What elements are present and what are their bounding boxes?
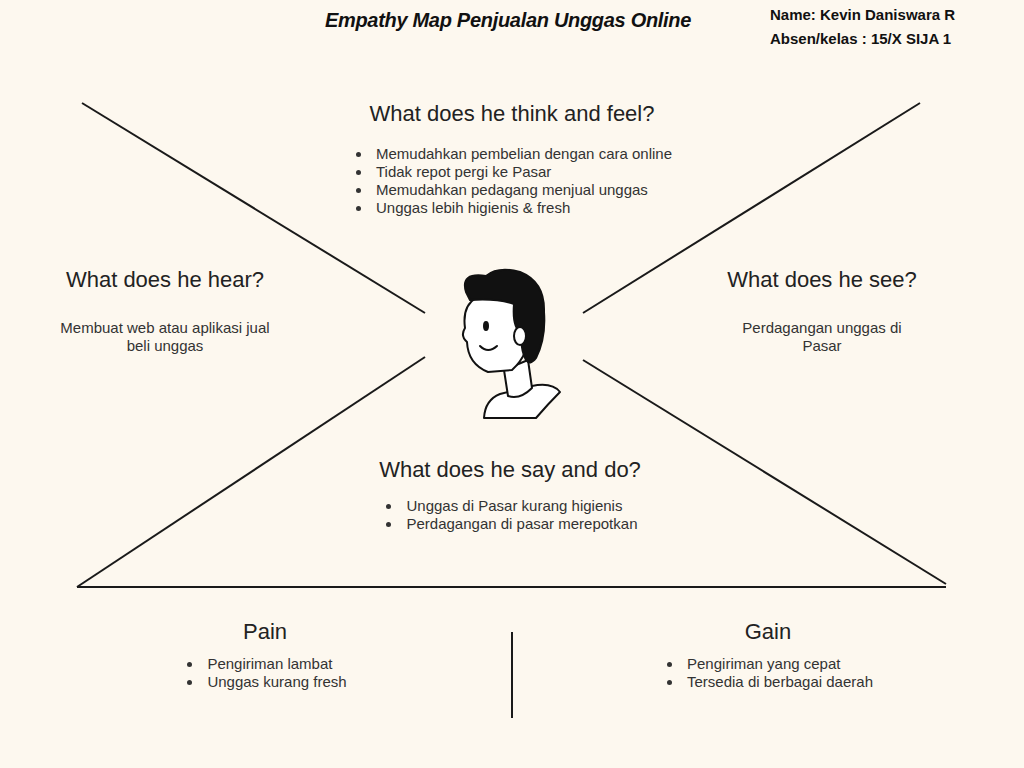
section-heading: What does he hear?	[58, 267, 273, 293]
section-heading: Pain	[183, 619, 346, 645]
hear-quadrant: What does he hear? Membuat web atau aplik…	[58, 267, 273, 355]
section-heading: Gain	[663, 619, 873, 645]
pain-box: PainPengiriman lambatUnggas kurang fresh	[183, 619, 346, 691]
bullet-item: Perdagangan di pasar merepotkan	[402, 515, 637, 533]
say-do-quadrant: What does he say and do? Unggas di Pasar …	[379, 457, 641, 533]
divider-line	[583, 103, 920, 313]
bullet-item: Unggas lebih higienis & fresh	[372, 199, 672, 217]
hair	[465, 270, 544, 363]
diagram-title: Empathy Map Penjualan Unggas Online	[325, 9, 691, 32]
bullet-item: Tersedia di berbagai daerah	[683, 673, 873, 691]
bullet-item: Pengiriman lambat	[203, 655, 346, 673]
base-line	[77, 586, 946, 588]
section-heading: What does he see?	[727, 267, 917, 293]
person-illustration	[463, 270, 560, 418]
bullet-item: Unggas di Pasar kurang higienis	[402, 497, 637, 515]
section-heading: What does he think and feel?	[352, 101, 672, 127]
bullet-list: Memudahkan pembelian dengan cara onlineT…	[352, 145, 672, 217]
bullet-item: Memudahkan pembelian dengan cara online	[372, 145, 672, 163]
divider-line	[77, 357, 425, 587]
see-quadrant: What does he see? Perdagangan unggas di P…	[727, 267, 917, 355]
think-feel-quadrant: What does he think and feel? Memudahkan p…	[352, 101, 672, 217]
bullet-list: Pengiriman lambatUnggas kurang fresh	[183, 655, 346, 691]
bullet-item: Memudahkan pedagang menjual unggas	[372, 181, 672, 199]
ear	[514, 327, 526, 345]
section-body: Membuat web atau aplikasi jual beli ungg…	[58, 319, 273, 355]
eye	[484, 322, 488, 330]
smile	[480, 346, 497, 350]
bullet-list: Pengiriman yang cepatTersedia di berbaga…	[663, 655, 873, 691]
section-body: Perdagangan unggas di Pasar	[727, 319, 917, 355]
section-heading: What does he say and do?	[379, 457, 641, 483]
gain-box: GainPengiriman yang cepatTersedia di ber…	[663, 619, 873, 691]
student-info: Name: Kevin Daniswara R	[770, 6, 955, 23]
bullet-item: Pengiriman yang cepat	[683, 655, 873, 673]
x-lines	[77, 103, 946, 718]
bullet-list: Unggas di Pasar kurang higienisPerdagang…	[382, 497, 637, 533]
pain-gain-divider	[511, 632, 513, 718]
student-info: Absen/kelas : 15/X SIJA 1	[770, 30, 951, 47]
bullet-item: Unggas kurang fresh	[203, 673, 346, 691]
bullet-item: Tidak repot pergi ke Pasar	[372, 163, 672, 181]
